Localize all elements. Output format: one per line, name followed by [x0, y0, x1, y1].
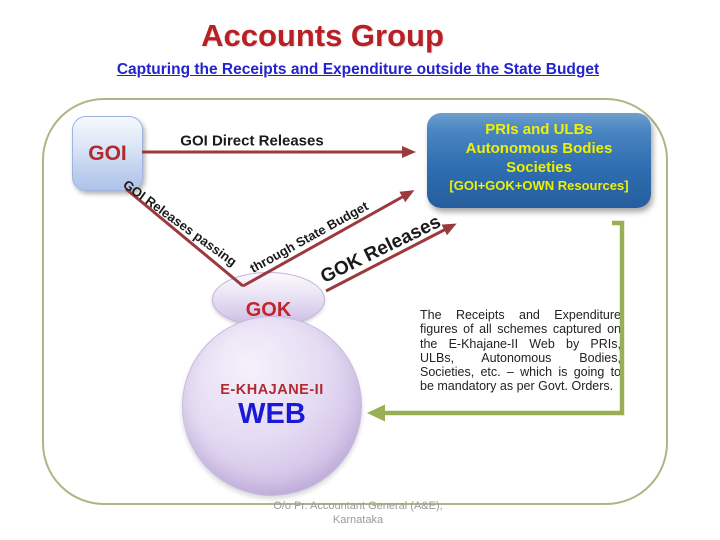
- note-paragraph: The Receipts and Expenditure figures of …: [420, 308, 621, 394]
- goi-node: GOI: [72, 116, 143, 191]
- footer-line2: Karnataka: [332, 513, 384, 526]
- target-box-line2: Autonomous Bodies: [465, 140, 613, 157]
- ekhajane-label: E-KHAJANE-II: [220, 382, 324, 398]
- target-box-line3: Societies: [506, 159, 572, 176]
- web-label: WEB: [238, 398, 306, 430]
- goi-node-label: GOI: [88, 141, 127, 165]
- subtitle-link-text: Capturing the Receipts and Expenditure o…: [116, 61, 600, 78]
- pris-ulbs-node: PRIs and ULBs Autonomous Bodies Societie…: [427, 113, 651, 208]
- gok-node-label: GOK: [245, 299, 292, 321]
- footer-line1: O/o Pr. Accountant General (A&E),: [273, 500, 443, 512]
- page-title: Accounts Group: [201, 18, 444, 53]
- footer: O/o Pr. Accountant General (A&E), Karnat…: [0, 500, 716, 527]
- ekhajane-web-node: E-KHAJANE-II WEB: [182, 316, 362, 496]
- target-box-line4: [GOI+GOK+OWN Resources]: [449, 178, 629, 193]
- goi-direct-releases-label: GOI Direct Releases: [180, 132, 324, 150]
- target-box-line1: PRIs and ULBs: [485, 121, 593, 138]
